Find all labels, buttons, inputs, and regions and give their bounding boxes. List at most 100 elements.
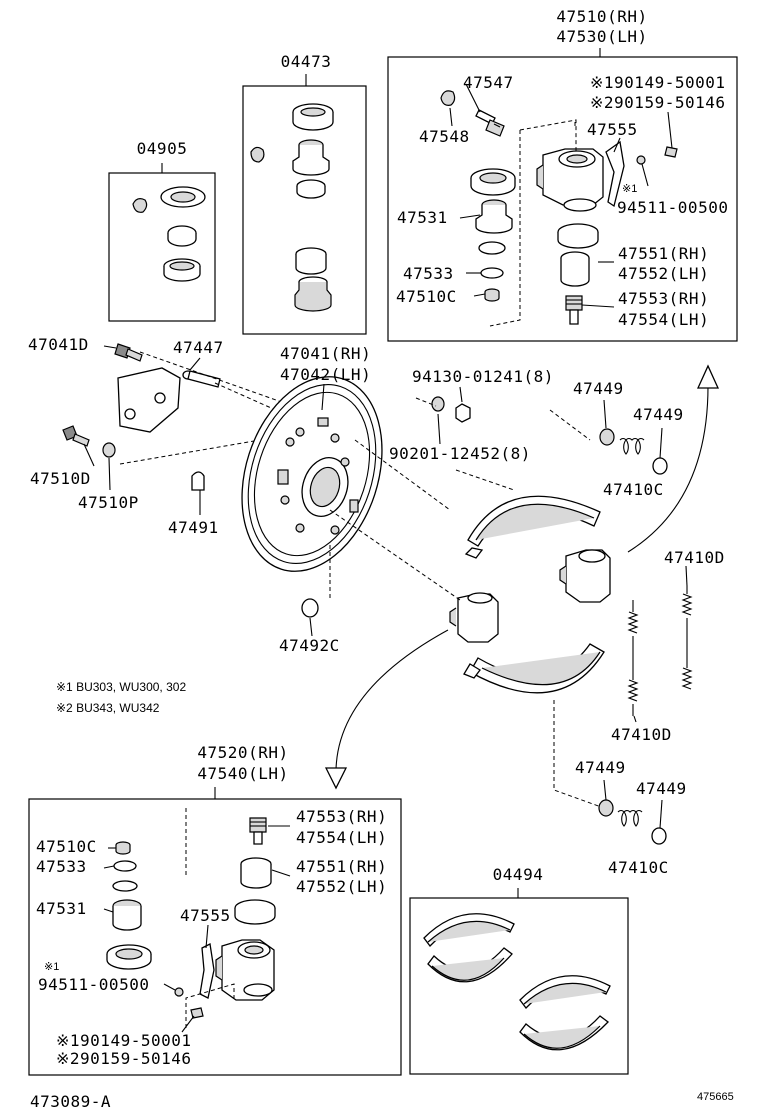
bracket [117, 367, 181, 433]
part-47531-top-label: 47531 [397, 208, 448, 227]
part-47552-bot-label: 47552(LH) [296, 877, 388, 896]
part-47449-c-label: 47449 [575, 758, 626, 777]
seal-ring-04905 [160, 186, 206, 208]
part-47553-bot-label: 47553(RH) [296, 807, 388, 826]
wheel-cylinder-bot [215, 939, 275, 1001]
part-47510c-bot-label: 47510C [36, 837, 97, 856]
boot-47551-top [557, 223, 599, 249]
plug-47491 [191, 471, 205, 491]
bolt-47041d [114, 343, 143, 362]
piston-cup-04905 [167, 225, 197, 247]
screw-top [664, 146, 678, 158]
cup-04905 [132, 198, 148, 213]
bolt-47510d [62, 425, 90, 447]
part-47548-label: 47548 [419, 127, 470, 146]
wheel-cylinder-top [536, 148, 604, 212]
part-47551-bot-label: 47551(RH) [296, 857, 388, 876]
shoe-04494-d [519, 1015, 609, 1051]
ring-47533-bot [113, 860, 137, 872]
part-47492c-label: 47492C [279, 636, 340, 655]
piston-47551-bot [240, 857, 272, 889]
cup-04473 [250, 146, 265, 163]
arrow-up [627, 385, 709, 553]
spring-47410c-top [599, 428, 668, 475]
part-47410c-bottom-label: 47410C [608, 858, 669, 877]
part-47449-a-label: 47449 [573, 379, 624, 398]
part-94511-bot-mark: ※1 [44, 961, 60, 973]
kit-04494-box [409, 897, 629, 1075]
cap-47548 [440, 90, 456, 106]
wheel-cyl-top-rh-label: 47510(RH) [556, 7, 648, 26]
adjuster-47553-top [565, 295, 583, 325]
part-47041-label: 47041(RH) [280, 344, 372, 363]
part-47553-top-label: 47553(RH) [618, 289, 710, 308]
part-47449-b-label: 47449 [633, 405, 684, 424]
backing-plate [241, 376, 383, 572]
ring-47533-top [480, 267, 504, 279]
part-47547-label: 47547 [463, 73, 514, 92]
part-47555-bot-label: 47555 [180, 906, 231, 925]
kit-04473-box [242, 85, 367, 335]
part-47552-top-label: 47552(LH) [618, 264, 710, 283]
wheel-cylinder-top-box [387, 56, 738, 342]
part-47410d-bottom-label: 47410D [611, 725, 672, 744]
part-47510c-top-label: 47510C [396, 287, 457, 306]
washer-47510p [102, 442, 116, 458]
part-47410d-top-label: 47410D [664, 548, 725, 567]
shoe-04494-b [427, 947, 513, 983]
washer-top [636, 155, 646, 165]
wheel-cyl-bottom-rh-label: 47520(RH) [197, 743, 289, 762]
part-190149-top-label: ※190149-50001 [590, 73, 726, 92]
spring-47410d-left [627, 600, 639, 716]
footnote-1: ※1 BU303, WU300, 302 [56, 680, 187, 694]
nipple-47510c-top [484, 288, 500, 302]
part-47533-bot-label: 47533 [36, 857, 87, 876]
part-190149-bot-label: ※190149-50001 [56, 1031, 192, 1050]
spring-47410d-right [681, 586, 693, 690]
part-47551-top-label: 47551(RH) [618, 244, 710, 263]
kit-04905-label: 04905 [136, 139, 188, 158]
piston-04473 [292, 139, 330, 176]
piston-b-04473 [295, 247, 327, 275]
part-47041d-label: 47041D [28, 335, 89, 354]
arrow-down [335, 629, 449, 771]
wheel-cylinder-lower [449, 592, 499, 643]
plug-47492c [301, 598, 319, 618]
part-290159-bot-label: ※290159-50146 [56, 1049, 192, 1068]
part-47449-d-label: 47449 [636, 779, 687, 798]
part-47510d-label: 47510D [30, 469, 91, 488]
nipple-47510c-bot [115, 841, 131, 855]
part-47042-label: 47042(LH) [280, 365, 372, 384]
part-47491-label: 47491 [168, 518, 219, 537]
pin-47447 [182, 370, 221, 388]
brake-shoe-lower [463, 643, 605, 694]
arrow-down-head [324, 767, 348, 790]
clip-47555-top [605, 140, 625, 208]
shoe-04494-c [519, 975, 611, 1010]
screw-bot [190, 1007, 204, 1019]
page-code: 475665 [697, 1091, 734, 1103]
kit-04494-label: 04494 [492, 865, 544, 884]
bleeder-47547 [475, 109, 505, 137]
seal-04473 [292, 103, 334, 131]
wheel-cyl-bottom-lh-label: 47540(LH) [197, 764, 289, 783]
cup-top [478, 241, 506, 255]
cup-ring-04473 [296, 179, 326, 199]
piston-47551-top [560, 251, 590, 287]
part-47554-top-label: 47554(LH) [618, 310, 710, 329]
seal-47531-bot [106, 944, 152, 970]
arrow-up-head [696, 364, 720, 389]
part-47510p-label: 47510P [78, 493, 139, 512]
part-47555-top-label: 47555 [587, 120, 638, 139]
part-47554-bot-label: 47554(LH) [296, 828, 388, 847]
part-47410c-top-label: 47410C [603, 480, 664, 499]
part-94511-top-mark: ※1 [622, 183, 638, 195]
cup-bot [112, 880, 138, 892]
boot-04473 [294, 276, 332, 312]
brake-shoe-upper [464, 495, 601, 559]
part-47447-label: 47447 [173, 338, 224, 357]
wheel-cylinder-middle [559, 549, 611, 603]
nut-94130 [455, 403, 471, 423]
part-90201-label: 90201-12452(8) [389, 444, 531, 463]
